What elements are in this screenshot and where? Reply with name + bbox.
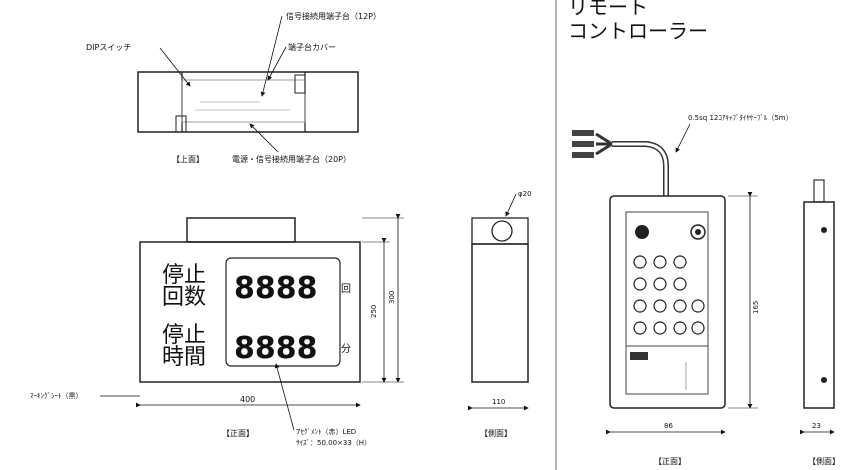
remote-title-line1: リモート — [568, 0, 648, 19]
cable-label: 0.5sq 12ｺｱｷｬﾌﾞﾀｲﾔｹｰﾌﾞﾙ（5m） — [688, 114, 793, 122]
led-digits-time: 8888 — [234, 331, 318, 366]
top-view — [137, 71, 359, 133]
marking-sheet-label: ﾏｰｷﾝｸﾞｼｰﾄ（黒） — [30, 392, 83, 400]
stop-time-line1: 停止 — [162, 323, 206, 348]
dim-remote-height: 165 — [752, 301, 760, 314]
remote-side-view — [803, 179, 835, 409]
remote-title-line2: コントローラー — [568, 19, 708, 43]
dim-depth: 110 — [492, 398, 505, 406]
led-digits-count: 8888 — [234, 271, 318, 306]
dip-switch-label: DIPスイッチ — [86, 43, 131, 52]
hole-label: φ20 — [518, 190, 532, 198]
remote-front-caption: 【正面】 — [654, 457, 686, 466]
stop-time-line2: 時間 — [162, 345, 206, 370]
side-view-caption: 【側面】 — [480, 428, 512, 438]
power-signal-terminal-label: 電源・信号接続用端子台（20P） — [232, 154, 351, 164]
remote-cable — [572, 130, 669, 196]
remote-front-view — [609, 195, 726, 409]
dim-height-outer: 300 — [388, 291, 396, 304]
led-note-line1: 7ｾｸﾞﾒﾝﾄ（赤）LED — [296, 428, 356, 436]
top-view-caption: 【上面】 — [172, 155, 204, 164]
stop-count-line1: 停止 — [162, 263, 206, 288]
dim-remote-depth: 23 — [812, 422, 821, 430]
front-view — [139, 217, 361, 383]
front-view-caption: 【正面】 — [222, 429, 254, 438]
unit-count: 回 — [341, 283, 351, 295]
unit-time: 分 — [341, 343, 351, 355]
terminal-cover-label: 端子台カバー — [288, 42, 336, 52]
dim-height-inner: 250 — [370, 305, 378, 318]
led-window — [225, 257, 341, 367]
remote-side-caption: 【側面】 — [808, 456, 840, 466]
led-note-line2: ｻｲｽﾞ：50.00×33（H） — [296, 439, 371, 447]
dim-width: 400 — [240, 395, 255, 404]
stop-count-line2: 回数 — [162, 285, 206, 310]
side-view — [471, 217, 529, 383]
signal-terminal-label: 信号接続用端子台（12P） — [286, 11, 381, 21]
dim-remote-width: 86 — [664, 422, 673, 430]
